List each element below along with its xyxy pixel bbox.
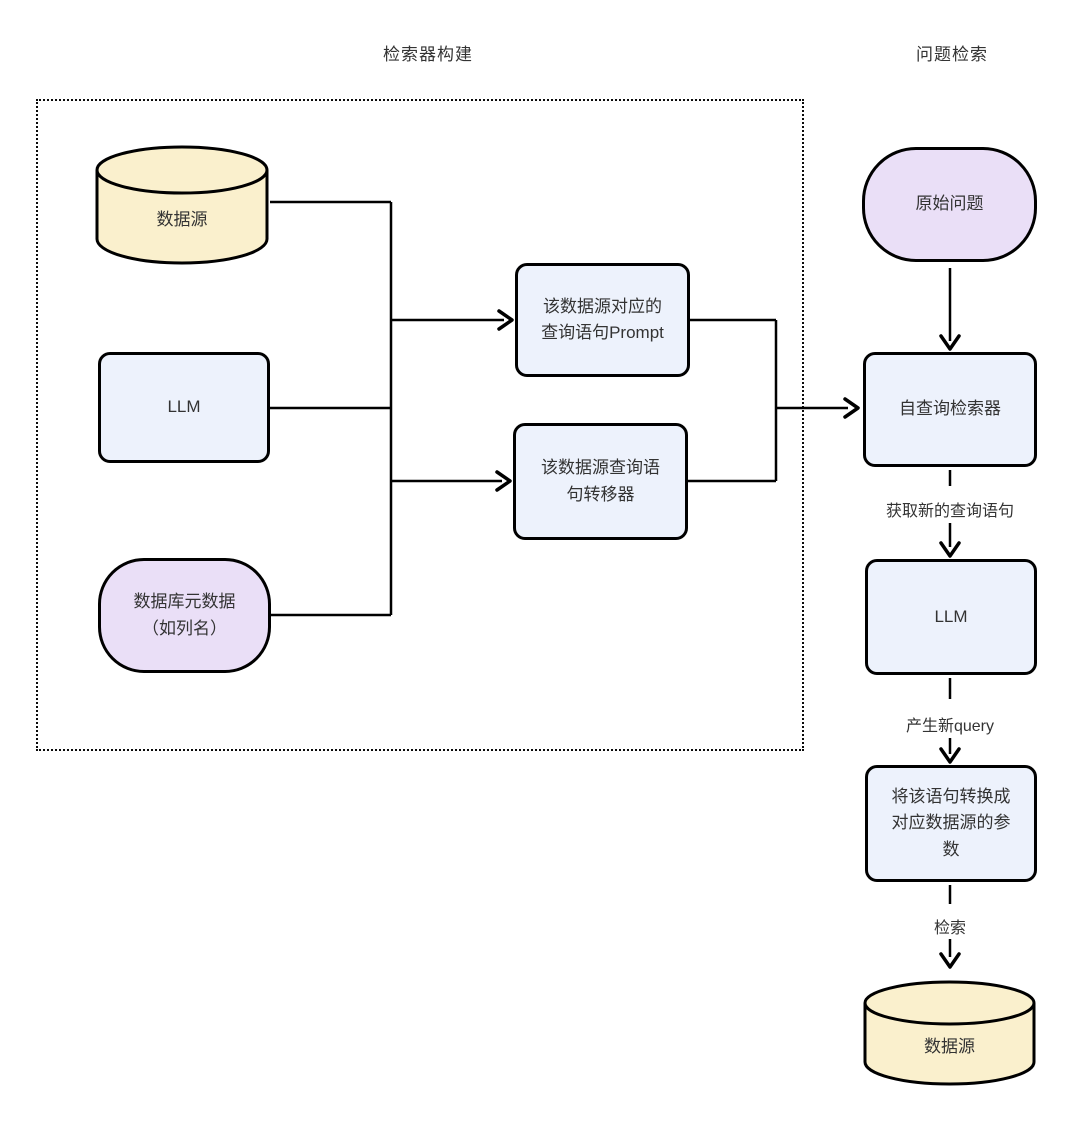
database-metadata-node: 数据库元数据 （如列名） [98,558,271,673]
section-title-retriever-construction: 检索器构建 [383,45,473,64]
cylinder-shape [863,980,1036,1086]
section-title-question-retrieval: 问题检索 [916,45,988,64]
llm-right-node: LLM [865,559,1037,675]
original-question-node: 原始问题 [862,147,1037,262]
edge-label-get-new-query: 获取新的查询语句 [840,497,1060,521]
node-label: LLM [934,606,968,626]
node-label-line: 数据库元数据 [133,592,236,612]
arrowhead-prompt-box [497,309,514,331]
node-label-line: 查询语句Prompt [541,323,664,342]
arrowhead-datasource-right [939,952,961,969]
retriever-construction-group-border [36,99,804,751]
edge-label-generate-new-query: 产生新query [840,712,1060,736]
arrowhead-selfquery-left [843,397,860,419]
node-label: LLM [167,397,201,417]
arrowhead-translator-box [495,470,512,492]
node-label-line: （如列名） [142,618,227,638]
llm-left-node: LLM [98,352,270,463]
node-label-line: 将该语句转换成 [891,786,1011,806]
node-label-line: 该数据源查询语 [541,458,660,478]
edge-label-retrieve: 检索 [840,914,1060,938]
node-label: 数据源 [156,210,208,230]
param-conversion-node: 将该语句转换成 对应数据源的参 数 [865,765,1037,882]
node-label-line: 对应数据源的参 [891,813,1011,833]
node-label-line: 句转移器 [566,484,635,504]
query-prompt-node: 该数据源对应的 查询语句Prompt [515,263,690,377]
query-translator-node: 该数据源查询语 句转移器 [513,423,688,540]
cylinder-shape [95,145,269,265]
arrowhead-selfquery-top [939,334,961,351]
self-query-retriever-node: 自查询检索器 [863,352,1037,467]
node-label: 原始问题 [915,194,984,214]
arrowhead-llm-right [939,541,961,558]
node-label-line: 数 [942,839,960,859]
datasource-left-node: 数据源 [94,143,270,268]
node-label: 自查询检索器 [899,399,1001,419]
node-label-line: 该数据源对应的 [542,296,662,316]
datasource-right-node: 数据源 [862,978,1037,1090]
node-label: 数据源 [924,1036,975,1056]
arrowhead-param-box [939,747,961,764]
